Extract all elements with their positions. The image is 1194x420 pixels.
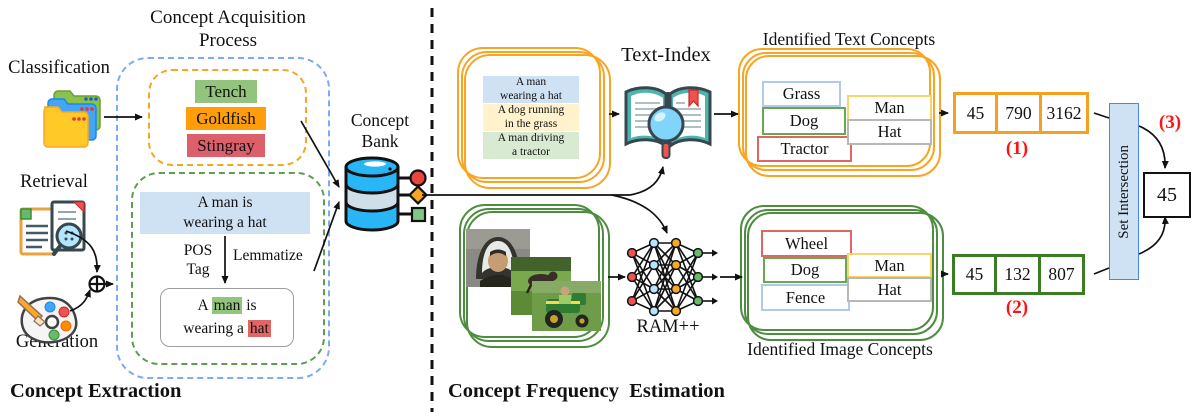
step-marker-2: (2) xyxy=(1005,297,1029,318)
text-count-2: 790 xyxy=(995,92,1042,134)
caption-box: A man is wearing a hat xyxy=(140,192,310,234)
concept-bank-label: Concept Bank xyxy=(336,110,424,152)
image-concept-fence: Fence xyxy=(761,284,850,311)
class-concept-goldfish: Goldfish xyxy=(186,107,266,130)
oplus-merge-icon xyxy=(88,275,106,293)
text-count-1: 45 xyxy=(953,92,998,134)
concept-bank-line2: Bank xyxy=(361,131,399,151)
text-concept-man: Man xyxy=(847,95,932,121)
image-concept-wheel: Wheel xyxy=(761,230,852,257)
text-count-3: 3162 xyxy=(1039,92,1089,134)
set-intersection-box: Set Intersection xyxy=(1109,103,1139,280)
image-count-2: 132 xyxy=(994,254,1041,295)
class-concept-stingray: Stingray xyxy=(187,134,265,157)
identified-text-title: Identified Text Concepts xyxy=(762,29,936,49)
set-intersection-label: Set Intersection xyxy=(1115,144,1132,239)
generation-palette-icon xyxy=(17,294,78,344)
image-concept-man: Man xyxy=(847,253,932,278)
text-concept-dog: Dog xyxy=(762,107,846,135)
sample-photo-person-hat xyxy=(466,229,530,287)
ram-network-icon xyxy=(626,237,718,317)
class-concept-tench: Tench xyxy=(195,80,257,103)
processed-caption-box: A man is wearing a hat xyxy=(160,288,294,347)
concept-bank-icon xyxy=(344,156,429,232)
processed-line1: A man is xyxy=(197,297,257,315)
step-marker-3: (3) xyxy=(1158,112,1182,133)
section-label-frequency: Concept Frequency Estimation xyxy=(448,380,725,402)
section-label-extraction: Concept Extraction xyxy=(10,380,182,402)
class-labels-box xyxy=(148,69,307,166)
image-frequency-cells: 45 132 807 xyxy=(952,254,1085,295)
text-index-label: Text-Index xyxy=(621,44,711,66)
image-count-1: 45 xyxy=(952,254,997,295)
highlight-hat: hat xyxy=(247,319,271,337)
lemmatize-label: Lemmatize xyxy=(233,247,303,264)
acquisition-title: Concept Acquisition Process xyxy=(150,7,306,51)
ram-label: RAM++ xyxy=(636,317,700,337)
bank-marker-diamond xyxy=(407,184,429,206)
text-concept-grass: Grass xyxy=(762,81,841,107)
caption-line1: A man is xyxy=(197,193,253,211)
line-textcounts-to-intersection xyxy=(1093,112,1110,119)
image-concept-dog: Dog xyxy=(763,257,847,283)
image-count-3: 807 xyxy=(1038,254,1085,295)
text-concept-tractor: Tractor xyxy=(757,136,852,162)
retrieval-label: Retrieval xyxy=(20,172,88,192)
intersection-result-box: 45 xyxy=(1143,172,1191,218)
identified-image-title: Identified Image Concepts xyxy=(747,339,933,359)
processed-line2: wearing a hat xyxy=(183,319,271,337)
text-index-book-icon xyxy=(624,86,712,159)
image-concept-hat: Hat xyxy=(847,277,932,302)
sample-photo-tractor xyxy=(532,281,601,331)
step-marker-1: (1) xyxy=(1005,138,1029,159)
arrow-intersection-to-result-bottom xyxy=(1138,216,1169,255)
text-frequency-cells: 45 790 3162 xyxy=(953,92,1089,134)
text-concept-hat: Hat xyxy=(847,119,932,145)
classification-folders-icon xyxy=(43,90,101,148)
classification-label: Classification xyxy=(8,58,110,78)
pos-tag-label: POS Tag xyxy=(183,242,213,279)
line-imagecounts-to-intersection xyxy=(1093,267,1110,275)
highlight-man: man xyxy=(211,297,243,315)
class-concept-list: Tench Goldfish Stingray xyxy=(158,80,294,157)
bank-marker-square xyxy=(410,206,427,223)
bank-marker-circle xyxy=(409,169,427,187)
retrieval-documents-icon xyxy=(19,200,86,256)
arrow-bank-to-ram xyxy=(611,194,668,234)
concept-bank-line1: Concept xyxy=(350,110,410,130)
arrow-bank-to-textindex xyxy=(629,166,665,196)
caption-line2: wearing a hat xyxy=(183,214,267,231)
